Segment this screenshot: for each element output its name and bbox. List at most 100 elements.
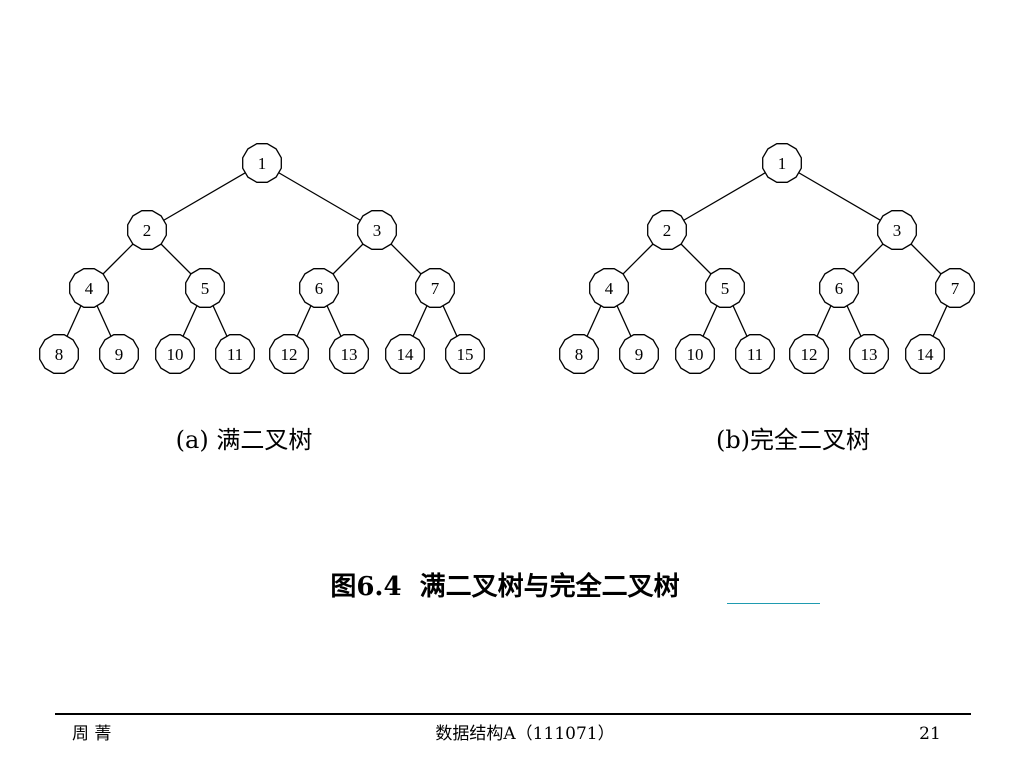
node-shape <box>385 334 425 374</box>
node-shape <box>905 334 945 374</box>
node-label: 15 <box>457 345 474 364</box>
node-label: 7 <box>951 279 960 298</box>
node-shape <box>242 143 282 183</box>
node-label: 13 <box>341 345 358 364</box>
node-shape <box>127 210 167 250</box>
node-shape <box>185 268 225 308</box>
tree-b-node-3: 3 <box>877 210 917 250</box>
node-shape <box>445 334 485 374</box>
tree-a-node-7: 7 <box>415 268 455 308</box>
tree-a-node-4: 4 <box>69 268 109 308</box>
tree-b-edge-1-3 <box>781 162 898 231</box>
node-label: 3 <box>373 221 382 240</box>
node-label: 1 <box>258 154 267 173</box>
node-shape <box>877 210 917 250</box>
node-shape <box>789 334 829 374</box>
caption-complete-binary-tree: (b)完全二叉树 <box>715 426 871 454</box>
node-shape <box>559 334 599 374</box>
node-shape <box>269 334 309 374</box>
node-label: 14 <box>917 345 935 364</box>
node-shape <box>705 268 745 308</box>
footer-divider <box>55 713 971 715</box>
tree-b-node-4: 4 <box>589 268 629 308</box>
node-label: 8 <box>575 345 584 364</box>
node-label: 14 <box>397 345 415 364</box>
node-shape <box>735 334 775 374</box>
tree-a-node-10: 10 <box>155 334 195 374</box>
tree-b-node-14: 14 <box>905 334 945 374</box>
node-label: 12 <box>281 345 298 364</box>
node-shape <box>619 334 659 374</box>
node-label: 3 <box>893 221 902 240</box>
node-label: 2 <box>663 221 672 240</box>
tree-a-node-15: 15 <box>445 334 485 374</box>
node-label: 13 <box>861 345 878 364</box>
node-label: 7 <box>431 279 440 298</box>
node-shape <box>762 143 802 183</box>
tree-b-node-11: 11 <box>735 334 775 374</box>
node-shape <box>155 334 195 374</box>
tree-b-node-8: 8 <box>559 334 599 374</box>
tree-a-node-3: 3 <box>357 210 397 250</box>
node-label: 8 <box>55 345 64 364</box>
tree-b-node-13: 13 <box>849 334 889 374</box>
tree-b-edge-1-2 <box>666 162 783 231</box>
node-label: 6 <box>835 279 844 298</box>
node-label: 6 <box>315 279 324 298</box>
tree-b-node-9: 9 <box>619 334 659 374</box>
node-shape <box>819 268 859 308</box>
tree-b-node-2: 2 <box>647 210 687 250</box>
node-shape <box>589 268 629 308</box>
tree-a-node-2: 2 <box>127 210 167 250</box>
node-label: 5 <box>721 279 730 298</box>
footer-author: 周 菁 <box>72 724 112 744</box>
node-label: 9 <box>115 345 124 364</box>
node-shape <box>935 268 975 308</box>
tree-b-node-10: 10 <box>675 334 715 374</box>
node-shape <box>329 334 369 374</box>
node-shape <box>415 268 455 308</box>
node-shape <box>99 334 139 374</box>
node-shape <box>675 334 715 374</box>
node-label: 1 <box>778 154 787 173</box>
tree-a-node-12: 12 <box>269 334 309 374</box>
node-shape <box>647 210 687 250</box>
tree-b-node-5: 5 <box>705 268 745 308</box>
node-label: 12 <box>801 345 818 364</box>
footer-course: 数据结构A（111071） <box>435 724 615 744</box>
tree-a-node-9: 9 <box>99 334 139 374</box>
tree-a-node-14: 14 <box>385 334 425 374</box>
caption-full-binary-tree: (a) 满二叉树 <box>175 426 313 454</box>
title-underline <box>727 603 820 604</box>
tree-a-node-13: 13 <box>329 334 369 374</box>
node-label: 10 <box>167 345 184 364</box>
node-shape <box>69 268 109 308</box>
tree-b-node-7: 7 <box>935 268 975 308</box>
tree-a-node-8: 8 <box>39 334 79 374</box>
node-label: 4 <box>605 279 614 298</box>
tree-b-node-6: 6 <box>819 268 859 308</box>
tree-a-edge-1-3 <box>261 162 378 231</box>
tree-a-node-11: 11 <box>215 334 255 374</box>
tree-b-node-1: 1 <box>762 143 802 183</box>
node-label: 9 <box>635 345 644 364</box>
tree-a-node-5: 5 <box>185 268 225 308</box>
tree-a-node-1: 1 <box>242 143 282 183</box>
node-shape <box>299 268 339 308</box>
node-label: 2 <box>143 221 152 240</box>
node-shape <box>39 334 79 374</box>
node-shape <box>215 334 255 374</box>
tree-a-edge-1-2 <box>146 162 263 231</box>
footer-page-number: 21 <box>919 724 941 744</box>
tree-a-node-6: 6 <box>299 268 339 308</box>
node-label: 10 <box>687 345 704 364</box>
node-label: 4 <box>85 279 94 298</box>
figure-title: 图6.4 满二叉树与完全二叉树 <box>330 572 680 602</box>
node-shape <box>849 334 889 374</box>
node-label: 11 <box>227 345 243 364</box>
tree-b-node-12: 12 <box>789 334 829 374</box>
node-shape <box>357 210 397 250</box>
